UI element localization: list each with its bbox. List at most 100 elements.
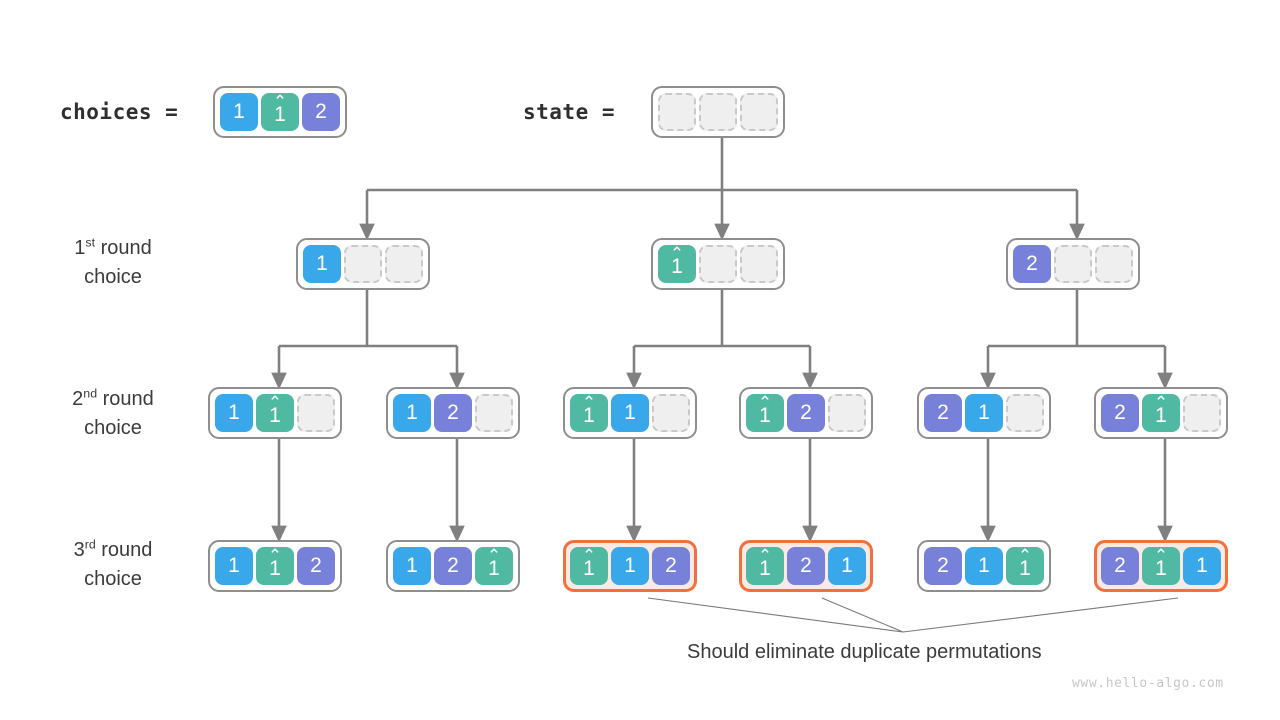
array-cell-one: 1 — [611, 547, 649, 585]
caret-icon: ⌃ — [272, 91, 288, 111]
tree-node-round-3-4: ⌃1 2 1 — [739, 540, 873, 592]
array-cell-one-hat: ⌃1 — [658, 245, 696, 283]
array-cell-one: 1 — [611, 394, 649, 432]
array-cell-value: 2 — [447, 554, 459, 577]
array-cell-one: 1 — [393, 394, 431, 432]
array-cell-value: 1 — [583, 556, 595, 580]
one-hat-glyph: ⌃1 — [273, 93, 287, 125]
array-cell-one: 1 — [215, 547, 253, 585]
array-cell-value: 1 — [233, 100, 245, 123]
caret-icon: ⌃ — [757, 392, 773, 412]
array-cell-one: 1 — [965, 547, 1003, 585]
array-cell-value: 1 — [978, 401, 990, 424]
row-label-round-3: 3rd round choice — [18, 536, 208, 594]
array-cell-value: 2 — [1026, 252, 1038, 275]
caret-icon: ⌃ — [1153, 545, 1169, 565]
array-cell-one-hat: ⌃1 — [256, 394, 294, 432]
array-cell-empty — [344, 245, 382, 283]
array-cell-value: 1 — [1155, 556, 1167, 580]
array-cell-value: 2 — [665, 554, 677, 577]
array-cell-value: 1 — [624, 554, 636, 577]
array-cell-one-hat: ⌃1 — [746, 394, 784, 432]
one-hat-glyph: ⌃1 — [670, 245, 684, 277]
row-label-round-1: 1st round choice — [18, 234, 208, 292]
array-cell-one: 1 — [215, 394, 253, 432]
array-cell-one: 1 — [393, 547, 431, 585]
tree-node-round-1-2: ⌃1 — [651, 238, 785, 290]
array-cell-two: 2 — [434, 547, 472, 585]
one-hat-glyph: ⌃1 — [1154, 394, 1168, 426]
array-cell-value: 1 — [228, 401, 240, 424]
array-cell-value: 1 — [624, 401, 636, 424]
array-cell-empty — [652, 394, 690, 432]
row-2-line2: choice — [84, 417, 142, 439]
array-cell-one: 1 — [303, 245, 341, 283]
row-3-word: round — [95, 539, 153, 561]
array-cell-empty — [740, 245, 778, 283]
array-cell-value: 1 — [269, 403, 281, 427]
array-cell-value: 1 — [583, 403, 595, 427]
array-cell-value: 1 — [406, 554, 418, 577]
row-1-word: round — [95, 237, 152, 259]
one-hat-glyph: ⌃1 — [582, 547, 596, 580]
array-cell-value: 1 — [269, 556, 281, 580]
array-cell-value: 2 — [800, 554, 812, 577]
array-cell-two: 2 — [1101, 394, 1139, 432]
array-cell-value: 2 — [1114, 554, 1126, 577]
tree-node-round-2-1: 1⌃1 — [208, 387, 342, 439]
array-cell-two: 2 — [787, 394, 825, 432]
array-cell-empty — [1006, 394, 1044, 432]
array-cell-one-hat: ⌃1 — [1006, 547, 1044, 585]
array-cell-two: 2 — [434, 394, 472, 432]
caret-icon: ⌃ — [581, 545, 597, 565]
array-cell-two: 2 — [297, 547, 335, 585]
array-cell-two: 2 — [1101, 547, 1139, 585]
row-2-word: round — [97, 388, 154, 410]
one-hat-glyph: ⌃1 — [268, 547, 282, 580]
choices-label: choices = — [60, 100, 179, 124]
array-cell-value: 1 — [316, 252, 328, 275]
caret-icon: ⌃ — [267, 392, 283, 412]
array-cell-empty — [699, 245, 737, 283]
row-2-suffix: nd — [83, 386, 98, 401]
array-cell-value: 2 — [310, 554, 322, 577]
array-cell-one-hat: ⌃1 — [261, 93, 299, 131]
one-hat-glyph: ⌃1 — [1154, 547, 1168, 580]
array-cell-one: 1 — [220, 93, 258, 131]
watermark: www.hello-algo.com — [1072, 676, 1224, 691]
array-cell-value: 1 — [1196, 554, 1208, 577]
array-cell-empty — [1095, 245, 1133, 283]
row-1-line2: choice — [84, 266, 142, 288]
caret-icon: ⌃ — [1017, 545, 1033, 565]
row-3-ordinal: 3 — [73, 539, 85, 561]
array-cell-empty — [1054, 245, 1092, 283]
array-cell-empty — [658, 93, 696, 131]
tree-node-round-2-6: 2 ⌃1 — [1094, 387, 1228, 439]
array-cell-one: 1 — [828, 547, 866, 585]
array-cell-two: 2 — [652, 547, 690, 585]
array-cell-two: 2 — [924, 547, 962, 585]
one-hat-glyph: ⌃1 — [1018, 547, 1032, 580]
array-cell-value: 1 — [759, 403, 771, 427]
array-cell-value: 1 — [978, 554, 990, 577]
tree-node-round-1-3: 2 — [1006, 238, 1140, 290]
row-1-ordinal: 1 — [74, 237, 86, 259]
row-1-suffix: st — [85, 235, 96, 250]
array-cell-one-hat: ⌃1 — [1142, 547, 1180, 585]
row-3-line2: choice — [84, 568, 142, 590]
array-cell-empty — [475, 394, 513, 432]
array-cell-value: 1 — [1019, 556, 1031, 580]
choices-array: 1 ⌃1 2 — [213, 86, 347, 138]
array-cell-two: 2 — [302, 93, 340, 131]
array-cell-empty — [828, 394, 866, 432]
array-cell-empty — [1183, 394, 1221, 432]
array-cell-one-hat: ⌃1 — [1142, 394, 1180, 432]
array-cell-one-hat: ⌃1 — [570, 394, 608, 432]
array-cell-value: 1 — [841, 554, 853, 577]
row-2-ordinal: 2 — [72, 388, 84, 410]
array-cell-one-hat: ⌃1 — [746, 547, 784, 585]
array-cell-one-hat: ⌃1 — [256, 547, 294, 585]
array-cell-one: 1 — [1183, 547, 1221, 585]
